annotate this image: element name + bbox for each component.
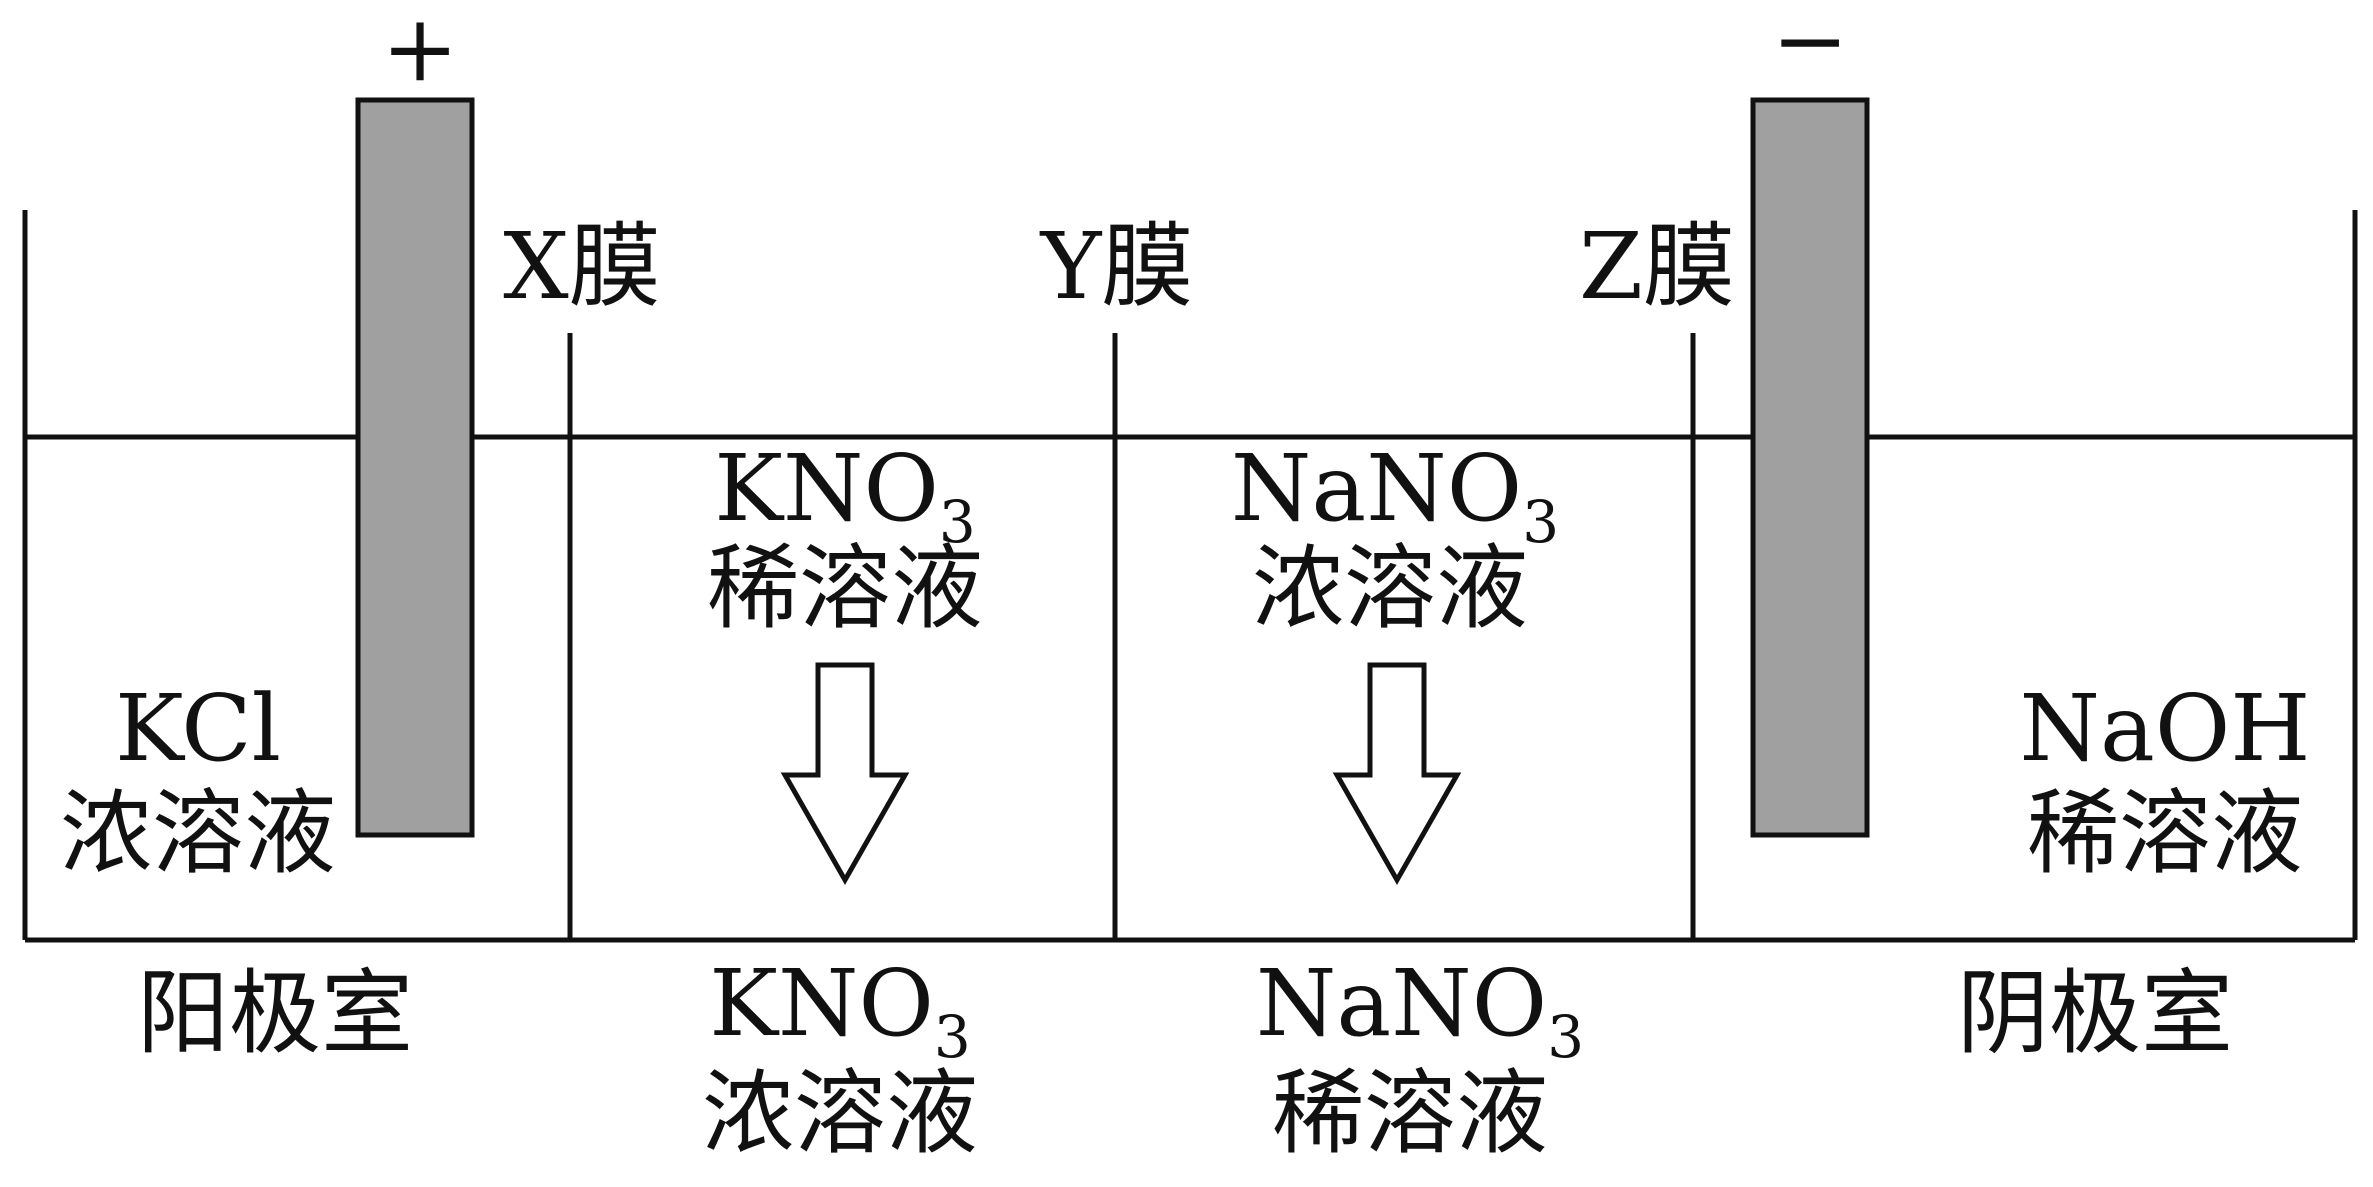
cathode-solution-concentration: 稀溶液 xyxy=(2027,780,2303,887)
middle-right-outlet-subscript: 3 xyxy=(1547,1003,1584,1071)
membrane-x-label: X膜 xyxy=(503,213,661,320)
anode-terminal-sign: + xyxy=(381,0,458,102)
middle-right-inlet-solution: 浓溶液 xyxy=(1252,535,1528,642)
anode-electrode xyxy=(355,97,475,838)
cathode-electrode xyxy=(1750,97,1870,838)
middle-right-outlet-solution: 稀溶液 xyxy=(1272,1060,1548,1167)
middle-right-inlet-formula-main: NaNO xyxy=(1231,435,1522,542)
cathode-terminal-sign: − xyxy=(1771,0,1848,94)
middle-left-flow-arrow xyxy=(780,662,910,886)
middle-left-inlet-subscript: 3 xyxy=(939,488,976,556)
membrane-y-label: Y膜 xyxy=(1039,213,1194,320)
middle-left-outlet-formula: KNO3 xyxy=(709,950,971,1071)
middle-left-inlet-solution: 稀溶液 xyxy=(707,535,983,642)
cathode-solution-formula: NaOH xyxy=(2019,675,2310,782)
membranes xyxy=(567,333,1696,940)
membrane-z-label: Z膜 xyxy=(1579,213,1735,320)
middle-left-inlet-formula: KNO3 xyxy=(714,435,976,556)
anode-solution-formula: KCl xyxy=(115,675,281,782)
anode-solution-concentration: 浓溶液 xyxy=(60,780,336,887)
middle-left-outlet-solution: 浓溶液 xyxy=(702,1060,978,1167)
middle-left-inlet-formula-main: KNO xyxy=(714,435,939,542)
middle-right-inlet-subscript: 3 xyxy=(1522,488,1559,556)
middle-left-outlet-formula-main: KNO xyxy=(709,950,934,1057)
middle-right-inlet-formula: NaNO3 xyxy=(1231,435,1559,556)
anode-chamber-label: 阳极室 xyxy=(137,960,413,1067)
middle-right-flow-arrow xyxy=(1332,662,1462,886)
middle-left-outlet-subscript: 3 xyxy=(934,1003,971,1071)
cathode-chamber-label: 阴极室 xyxy=(1957,960,2233,1067)
middle-right-outlet-formula-main: NaNO xyxy=(1256,950,1547,1057)
middle-right-outlet-formula: NaNO3 xyxy=(1256,950,1584,1071)
